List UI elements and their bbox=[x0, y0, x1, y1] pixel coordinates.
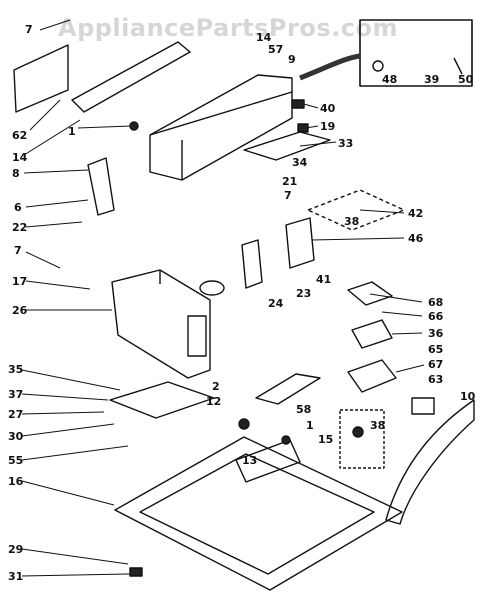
rear-panel bbox=[13, 44, 69, 113]
label-62: 62 bbox=[12, 129, 28, 142]
label-48: 48 bbox=[382, 73, 398, 86]
label-58: 58 bbox=[296, 403, 312, 416]
label-9: 9 bbox=[288, 53, 296, 66]
label-13: 13 bbox=[242, 454, 258, 467]
label-17: 17 bbox=[12, 275, 28, 288]
label-33: 33 bbox=[338, 137, 354, 150]
label-1-center: 1 bbox=[306, 419, 314, 432]
label-35: 35 bbox=[8, 363, 24, 376]
label-6: 6 bbox=[14, 201, 22, 214]
label-19: 19 bbox=[320, 120, 336, 133]
label-38-box: 38 bbox=[370, 419, 386, 432]
motor-bracket bbox=[285, 217, 315, 269]
blower-housing bbox=[111, 269, 211, 379]
leader-lines bbox=[21, 19, 425, 577]
label-27: 27 bbox=[8, 408, 24, 421]
label-22: 22 bbox=[12, 221, 28, 234]
label-38: 38 bbox=[344, 215, 360, 228]
label-40: 40 bbox=[320, 102, 336, 115]
label-14-left: 14 bbox=[12, 151, 28, 164]
control-bracket bbox=[243, 131, 331, 161]
console-end-cap bbox=[87, 157, 115, 216]
label-37: 37 bbox=[8, 388, 24, 401]
label-10: 10 bbox=[460, 390, 476, 403]
label-30: 30 bbox=[8, 430, 24, 443]
label-65: 65 bbox=[428, 343, 444, 356]
label-67: 67 bbox=[428, 358, 444, 371]
label-24: 24 bbox=[268, 297, 284, 310]
support-bracket bbox=[109, 381, 215, 419]
console-panel bbox=[149, 74, 293, 181]
parts-box bbox=[339, 409, 385, 469]
label-31: 31 bbox=[8, 570, 24, 583]
label-14: 14 bbox=[256, 31, 272, 44]
watermark: AppliancePartsPros.com bbox=[58, 14, 398, 42]
label-46: 46 bbox=[408, 232, 424, 245]
label-55: 55 bbox=[8, 454, 24, 467]
label-39: 39 bbox=[424, 73, 440, 86]
label-8: 8 bbox=[12, 167, 20, 180]
label-16: 16 bbox=[8, 475, 24, 488]
label-2: 2 bbox=[212, 380, 220, 393]
label-7: 7 bbox=[25, 23, 33, 36]
label-50: 50 bbox=[458, 73, 474, 86]
label-12: 12 bbox=[206, 395, 222, 408]
motor-pulley bbox=[347, 359, 397, 393]
label-42: 42 bbox=[408, 207, 424, 220]
label-23: 23 bbox=[296, 287, 312, 300]
idler-bracket bbox=[255, 373, 321, 405]
label-7-lower: 7 bbox=[14, 244, 22, 257]
base-frame bbox=[114, 436, 403, 591]
label-36: 36 bbox=[428, 327, 444, 340]
terminal-block bbox=[351, 319, 393, 349]
thermostat-box bbox=[307, 189, 405, 231]
label-21: 21 bbox=[282, 175, 298, 188]
label-26: 26 bbox=[12, 304, 28, 317]
label-63: 63 bbox=[428, 373, 444, 386]
label-15: 15 bbox=[318, 433, 334, 446]
top-bracket bbox=[71, 41, 191, 113]
wire-harness-box bbox=[359, 19, 473, 87]
label-57: 57 bbox=[268, 43, 284, 56]
label-66: 66 bbox=[428, 310, 444, 323]
belt-guard bbox=[385, 399, 475, 525]
label-68: 68 bbox=[428, 296, 444, 309]
label-29: 29 bbox=[8, 543, 24, 556]
wire-harness bbox=[299, 53, 361, 81]
label-34: 34 bbox=[292, 156, 308, 169]
label-1: 1 bbox=[68, 125, 76, 138]
label-41: 41 bbox=[316, 273, 332, 286]
label-7-mid: 7 bbox=[284, 189, 292, 202]
